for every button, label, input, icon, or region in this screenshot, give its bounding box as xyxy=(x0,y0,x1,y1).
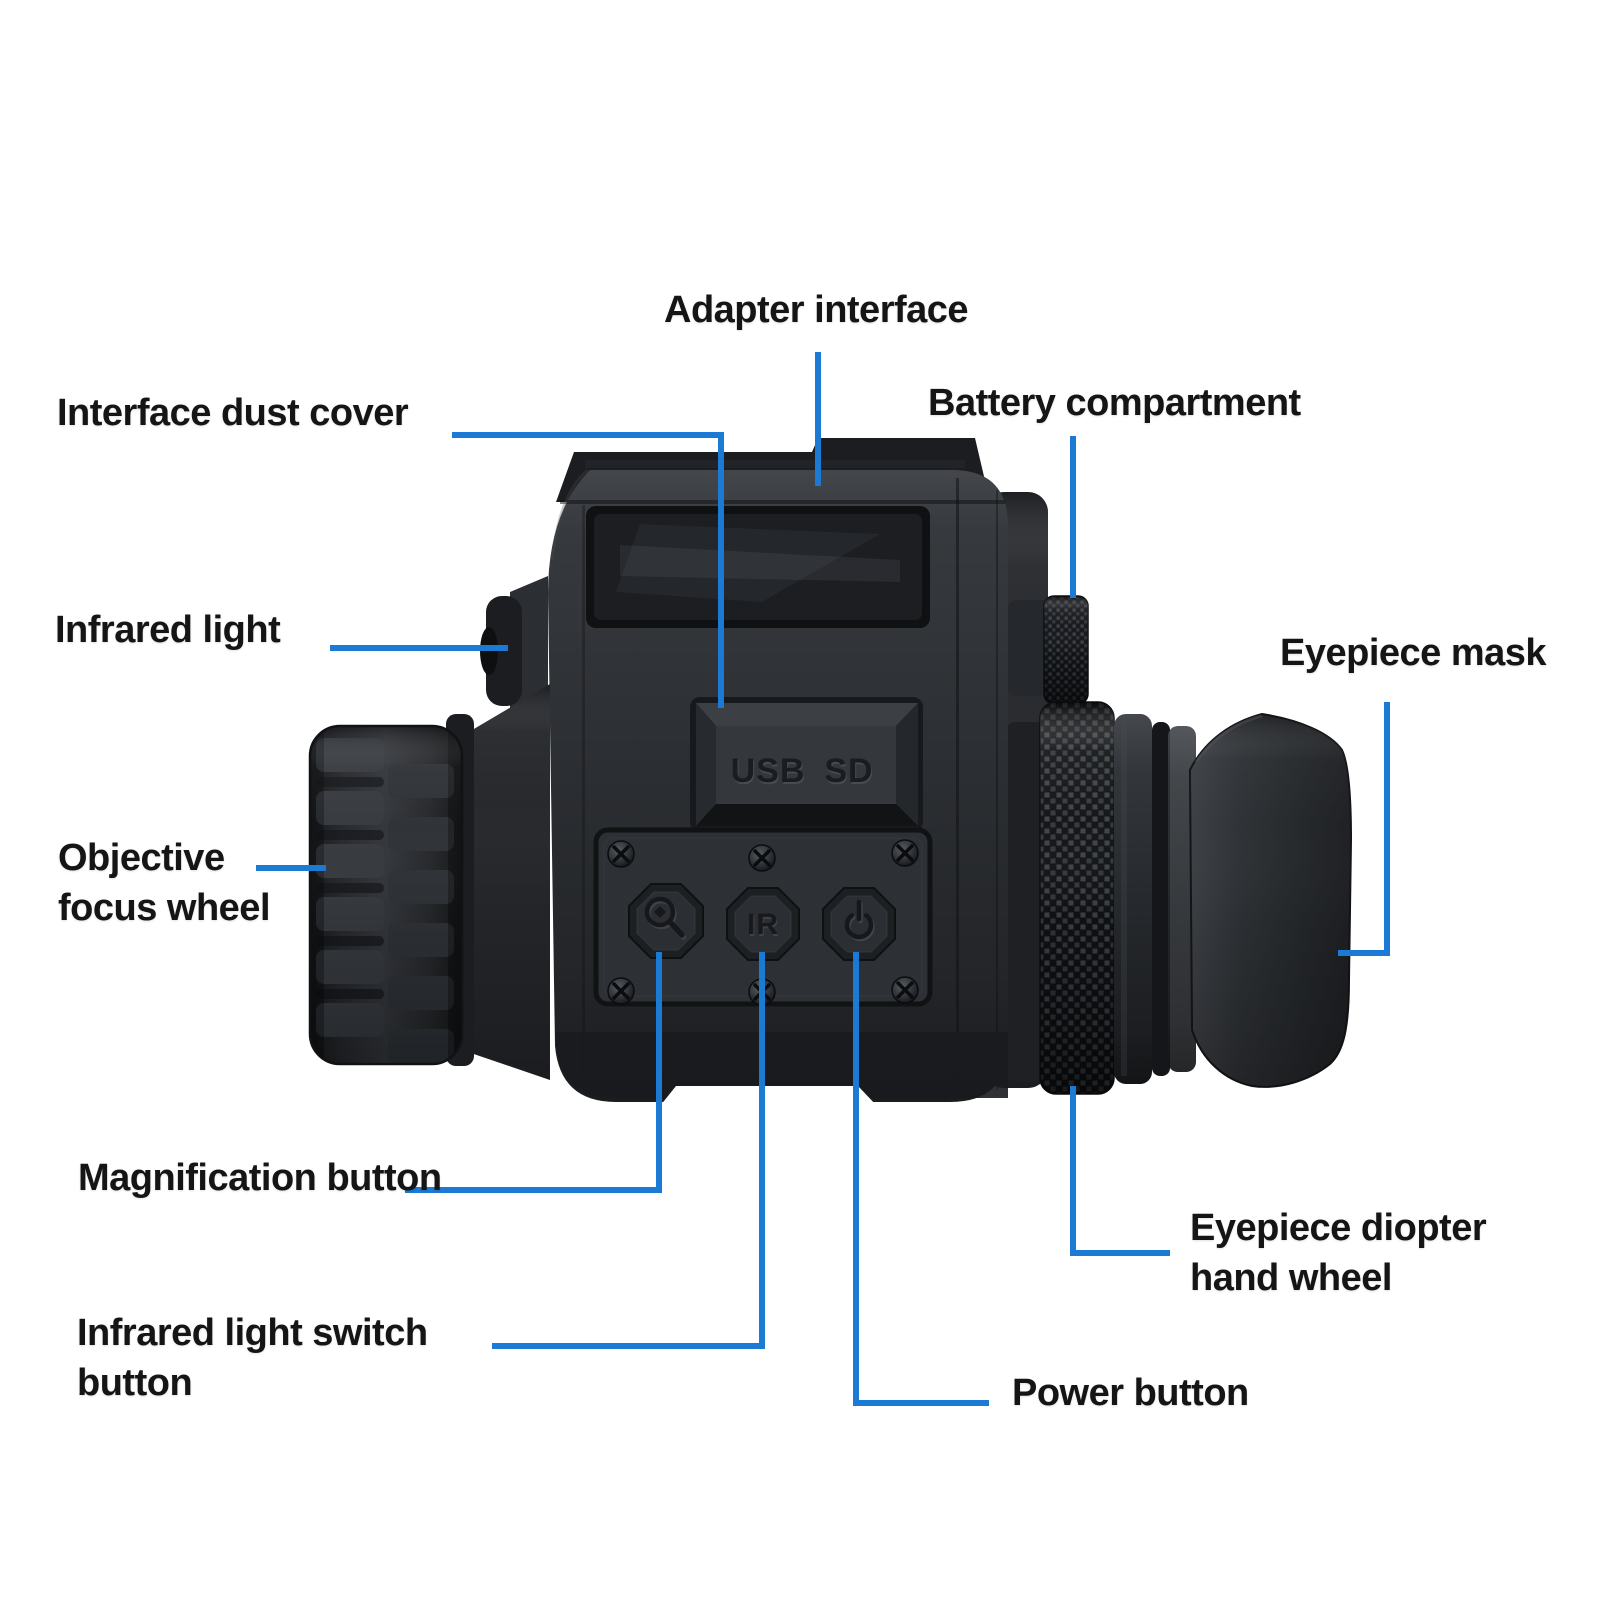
magnifier-icon xyxy=(644,896,687,940)
connector-magnification-button-h xyxy=(405,1187,662,1193)
ir-button-marking-highlight: IR xyxy=(748,910,780,943)
display-window xyxy=(586,506,930,628)
label-interface-dust-cover: Interface dust cover xyxy=(57,392,409,434)
label-eyepiece-diopter-hand-wheel: Eyepiece diopter hand wheel xyxy=(1190,1207,1487,1299)
label-infrared-light-switch-button: Infrared light switch button xyxy=(77,1312,428,1404)
objective-focus-wheel xyxy=(308,724,464,1066)
label-eyepiece-mask: Eyepiece mask xyxy=(1280,632,1547,674)
power-icon xyxy=(844,899,875,942)
connector-infrared-light xyxy=(330,645,508,651)
label-magnification-button: Magnification button xyxy=(78,1157,442,1199)
infrared-light xyxy=(480,576,548,724)
connector-objective-focus-wheel xyxy=(256,865,326,871)
eyepiece-diopter-hand-wheel xyxy=(1039,701,1115,1095)
magnification-button xyxy=(628,883,704,959)
usb-marking: USB xyxy=(731,752,806,790)
connector-infrared-switch-v xyxy=(759,952,765,1349)
screw-top-center xyxy=(747,843,777,873)
eyepiece-rings xyxy=(1114,714,1196,1084)
screw-top-right xyxy=(890,838,920,868)
eyepiece-mask xyxy=(1188,712,1353,1088)
connector-interface-dust-cover-h xyxy=(452,432,724,438)
connector-power-button-h xyxy=(853,1400,989,1406)
connector-eyepiece-mask-h xyxy=(1338,950,1390,956)
label-power-button: Power button xyxy=(1012,1372,1249,1414)
connector-eyepiece-diopter-v xyxy=(1070,1086,1076,1256)
connector-eyepiece-mask-v xyxy=(1384,702,1390,956)
label-infrared-light: Infrared light xyxy=(55,609,281,651)
connector-interface-dust-cover-v xyxy=(718,432,724,708)
screw-bottom-left xyxy=(606,976,636,1006)
screw-bottom-right xyxy=(890,975,920,1005)
ir-button: IR IR xyxy=(726,887,800,961)
connector-magnification-button-v xyxy=(656,952,662,1193)
eyepiece-step-ring xyxy=(1006,722,1046,1082)
connector-infrared-switch-h xyxy=(492,1343,765,1349)
ir-button-marking: IR xyxy=(747,908,779,941)
sd-marking-highlight: SD xyxy=(825,754,874,792)
connector-power-button-v xyxy=(853,952,859,1406)
connector-battery-compartment xyxy=(1070,436,1076,598)
label-adapter-interface: Adapter interface xyxy=(664,289,969,331)
screw-top-left xyxy=(606,839,636,869)
battery-compartment-cap xyxy=(1008,595,1089,705)
power-button xyxy=(822,887,896,961)
sd-marking: SD xyxy=(824,752,873,790)
usb-marking-highlight: USB xyxy=(732,754,807,792)
connector-eyepiece-diopter-h xyxy=(1070,1250,1170,1256)
connector-adapter-interface xyxy=(815,352,821,486)
mount-rail xyxy=(556,1032,1008,1106)
control-panel: IR IR xyxy=(593,827,933,1007)
usb-sd-dust-cover: USB USB SD SD xyxy=(690,697,923,832)
label-battery-compartment: Battery compartment xyxy=(928,382,1301,424)
label-objective-focus-wheel: Objective focus wheel xyxy=(58,837,271,929)
